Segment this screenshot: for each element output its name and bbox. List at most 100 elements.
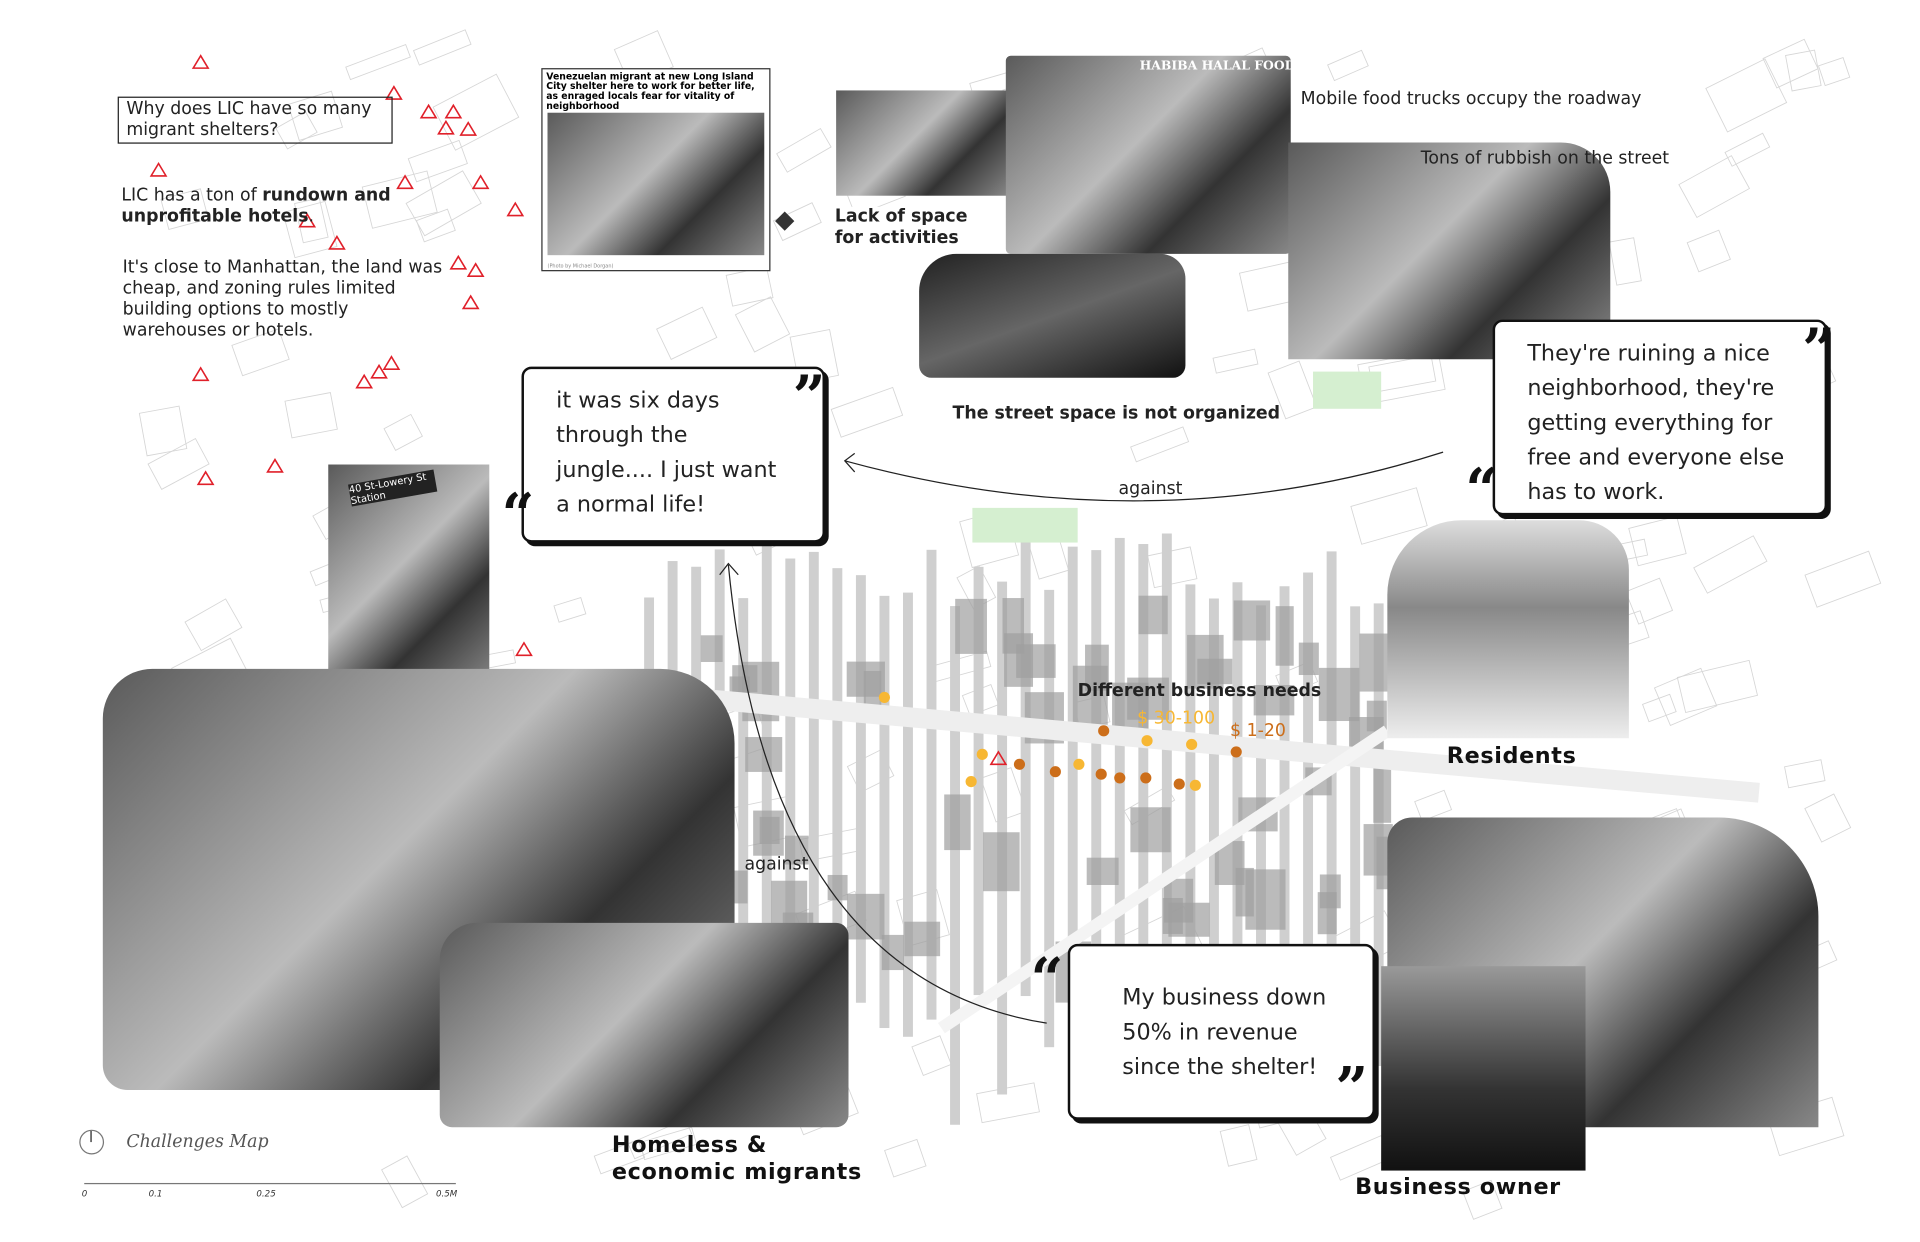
news-clip: Venezuelan migrant at new Long Island Ci… <box>541 68 771 272</box>
scale-bar <box>84 1182 456 1185</box>
street-block <box>1091 550 1102 981</box>
parcel <box>656 306 718 360</box>
parcel <box>412 29 472 66</box>
answer-hotels-post: . <box>308 206 315 227</box>
building <box>881 934 904 971</box>
scale-tick-3: 0.5M <box>436 1189 458 1200</box>
parcel <box>1653 667 1718 727</box>
building <box>759 816 780 845</box>
scale-tick-0: 0 <box>81 1189 88 1200</box>
street-block <box>1161 533 1172 1021</box>
parcel <box>1724 132 1771 167</box>
business-owner-photo <box>1381 966 1586 1171</box>
caption-rubbish: Tons of rubbish on the street <box>1420 148 1670 169</box>
parcel <box>275 111 318 150</box>
parcel <box>138 405 188 457</box>
building <box>1127 677 1169 720</box>
business-needs-title: Different business needs <box>1077 681 1322 702</box>
label-homeless: Homeless & economic migrants <box>611 1132 862 1186</box>
caption-street-space: The street space is not organized <box>952 403 1281 424</box>
parcel <box>1608 237 1642 286</box>
parcel <box>284 392 338 439</box>
parcel <box>345 44 411 81</box>
news-caption: (Photo by Michael Dorgan) <box>547 262 614 269</box>
parcel <box>184 598 243 652</box>
street-block <box>1114 537 1125 1037</box>
parcel <box>1705 58 1788 133</box>
street-block <box>1350 606 1361 1085</box>
building <box>1318 667 1360 722</box>
building <box>847 893 885 940</box>
parcel <box>282 200 338 259</box>
building <box>1085 644 1109 691</box>
underpass-photo <box>836 90 1010 196</box>
building <box>1359 633 1389 692</box>
answer-zoning: It's close to Manhattan, the land was ch… <box>122 257 443 341</box>
answer-hotels-bold: rundown and unprofitable hotels <box>121 185 391 227</box>
parcel <box>1130 426 1190 463</box>
building <box>904 921 941 957</box>
parcel <box>1641 693 1677 723</box>
parcel <box>405 170 482 237</box>
parcel <box>976 1082 1040 1124</box>
parcel <box>593 1139 646 1175</box>
street-block <box>1067 546 1078 972</box>
caption-food-trucks: Mobile food trucks occupy the roadway <box>1300 89 1642 110</box>
building <box>1162 898 1183 934</box>
parcel <box>911 1035 952 1077</box>
street-block <box>950 606 960 1125</box>
parcel <box>1693 535 1768 594</box>
migrant-quote-bubble: it was six days through the jungle.... I… <box>521 366 825 543</box>
building <box>1275 606 1294 666</box>
building <box>944 794 971 851</box>
street-block <box>1044 589 1055 1048</box>
parcel <box>1676 659 1758 714</box>
truck-sign: HABIBA HALAL FOOD <box>1139 59 1296 74</box>
parcel <box>1414 789 1453 822</box>
building <box>1086 857 1119 885</box>
parcel <box>1147 546 1198 589</box>
building <box>700 635 723 662</box>
parcel <box>1628 515 1687 567</box>
scale-tick-1: 0.1 <box>148 1189 163 1200</box>
question-box: Why does LIC have so many migrant shelte… <box>117 96 393 144</box>
caption-lack-of-space: Lack of space for activities <box>834 206 984 249</box>
park <box>1313 371 1382 409</box>
building <box>1298 642 1319 676</box>
arrow-label-top: against <box>1118 479 1183 500</box>
business-quote-bubble: My business down 50% in revenue since th… <box>1067 943 1375 1120</box>
building <box>983 832 1020 892</box>
answer-hotels-pre: LIC has a ton of <box>121 185 263 206</box>
parcel <box>1686 229 1731 273</box>
quote-mark-icon: “ <box>501 480 535 548</box>
parcel <box>1804 793 1852 843</box>
street-block <box>1208 598 1219 1115</box>
parcel <box>383 413 423 451</box>
parcel <box>1678 155 1751 219</box>
building <box>1004 633 1034 687</box>
quote-mark-icon: “ <box>1030 945 1064 1013</box>
parcel <box>381 1155 429 1209</box>
building <box>1253 685 1295 716</box>
building <box>827 874 848 901</box>
building <box>745 737 783 772</box>
map-title: Challenges Map <box>126 1132 269 1152</box>
parcel <box>830 386 904 438</box>
arrow-label-left: against <box>744 854 809 875</box>
label-residents: Residents <box>1446 743 1577 770</box>
building <box>1138 595 1168 635</box>
building <box>1319 874 1341 909</box>
news-headline: Venezuelan migrant at new Long Island Ci… <box>546 70 755 112</box>
parcel <box>1762 38 1819 89</box>
parcel <box>1817 57 1851 87</box>
building <box>846 661 885 697</box>
building <box>955 598 987 654</box>
parcel <box>160 188 209 230</box>
parcel <box>1804 550 1882 608</box>
parcel <box>432 73 520 151</box>
parcel <box>1327 49 1369 82</box>
parcel <box>1784 759 1826 789</box>
parcel <box>1625 577 1674 625</box>
parcel <box>1785 49 1822 92</box>
parcel <box>415 208 456 243</box>
